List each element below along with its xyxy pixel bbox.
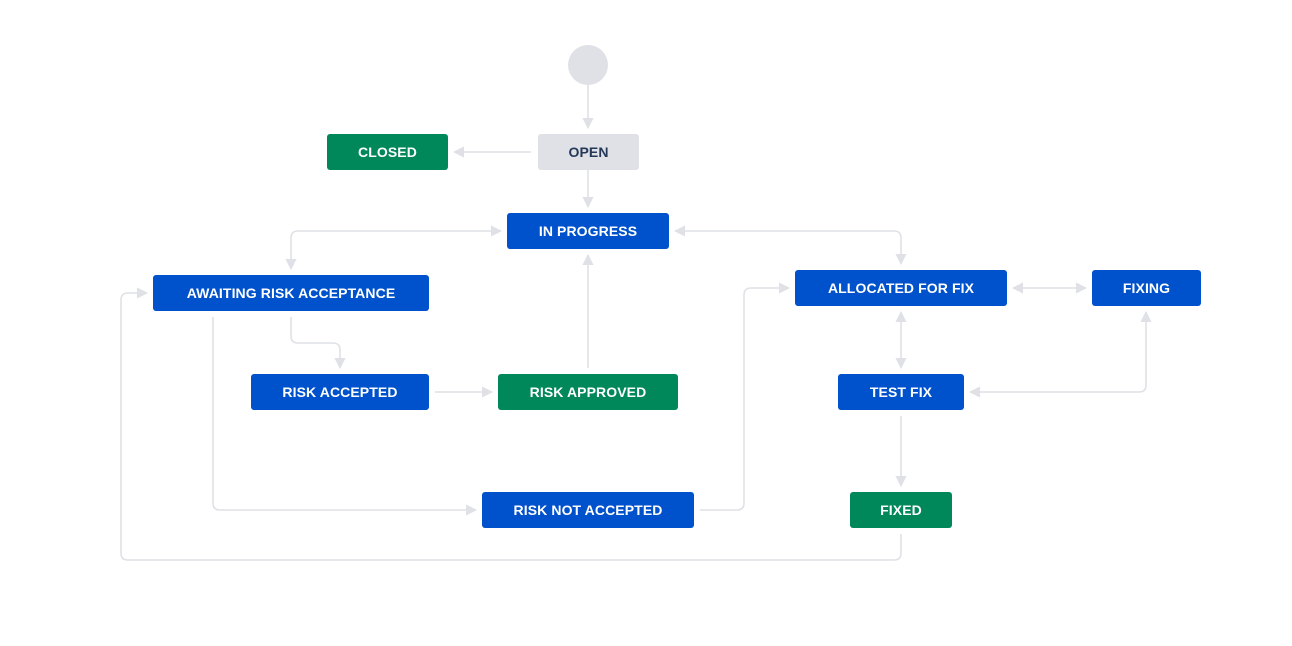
status-risk-not-accepted[interactable]: RISK NOT ACCEPTED xyxy=(482,492,694,528)
status-closed[interactable]: CLOSED xyxy=(327,134,448,170)
status-fixing[interactable]: FIXING xyxy=(1092,270,1201,306)
status-fixed[interactable]: FIXED xyxy=(850,492,952,528)
status-allocated-for-fix[interactable]: ALLOCATED FOR FIX xyxy=(795,270,1007,306)
edge-in-progress-awaiting xyxy=(285,225,503,271)
edge-awaiting-risk-not-accepted xyxy=(212,317,478,516)
status-open[interactable]: OPEN xyxy=(538,134,639,170)
edge-fixed-awaiting xyxy=(120,287,902,561)
start-node xyxy=(568,45,608,85)
status-risk-approved[interactable]: RISK APPROVED xyxy=(498,374,678,410)
status-in-progress[interactable]: IN PROGRESS xyxy=(507,213,669,249)
status-risk-accepted[interactable]: RISK ACCEPTED xyxy=(251,374,429,410)
edge-fixing-test-fix xyxy=(968,310,1152,398)
edge-risk-not-accepted-allocated xyxy=(700,282,791,511)
edge-awaiting-risk-accepted xyxy=(290,317,346,370)
edge-in-progress-allocated xyxy=(673,225,907,266)
status-awaiting-risk-acceptance[interactable]: AWAITING RISK ACCEPTANCE xyxy=(153,275,429,311)
status-test-fix[interactable]: TEST FIX xyxy=(838,374,964,410)
